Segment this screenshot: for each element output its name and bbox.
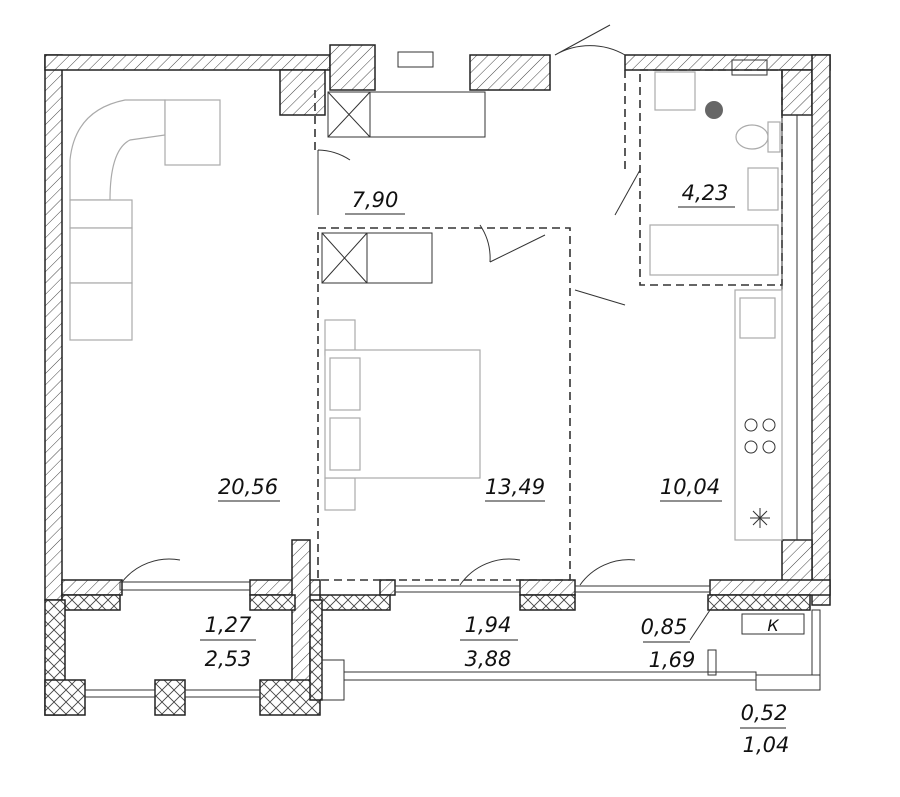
area-living-room: 20,56: [218, 475, 278, 499]
nightstand: [324, 319, 356, 356]
wall-segment: [469, 54, 551, 91]
boiler: [731, 59, 768, 76]
labels: 7,90 4,23 20,56 13,49 10,04 1,27 2,53 1,…: [200, 181, 789, 757]
balcony-ac-full: 1,04: [743, 733, 790, 757]
sofa-corner: [69, 99, 166, 201]
sofa: [69, 282, 133, 341]
wall-top-left: [44, 54, 331, 71]
balcony-edge: [321, 659, 345, 701]
bedroom-outline: [317, 227, 571, 581]
area-bathroom: 4,23: [682, 181, 729, 205]
column: [781, 539, 813, 586]
sofa: [164, 99, 221, 166]
sink: [739, 297, 776, 339]
wardrobe: [366, 232, 433, 284]
toilet-tank: [767, 121, 781, 153]
column: [781, 69, 813, 116]
area-kitchen: 10,04: [660, 475, 720, 499]
door: [574, 289, 626, 306]
door: [614, 169, 641, 216]
balcony-rail: [755, 674, 821, 691]
balcony-right-reduced: 0,85: [641, 615, 688, 639]
window: [119, 581, 251, 591]
loggia-wall: [154, 679, 186, 716]
loggia-left-reduced: 1,27: [205, 613, 252, 637]
window: [394, 585, 521, 593]
balcony-rail: [343, 671, 757, 681]
entrance-door: [554, 24, 626, 56]
ac-box: [741, 613, 805, 635]
wall-left: [44, 54, 63, 601]
parapet: [519, 594, 576, 611]
wardrobe: [369, 91, 486, 138]
partitions: [121, 24, 783, 641]
walls: [44, 44, 831, 716]
parapet: [319, 594, 391, 611]
parapet: [707, 594, 811, 611]
balcony-middle-reduced: 1,94: [465, 613, 512, 637]
nightstand: [324, 477, 356, 511]
wall-right: [811, 54, 831, 606]
loggia-wall: [44, 679, 86, 716]
balcony-right-full: 1,69: [649, 648, 696, 672]
door: [479, 224, 546, 263]
balcony-middle-full: 3,88: [465, 647, 512, 671]
balcony-ac-reduced: 0,52: [741, 701, 788, 725]
area-hall: 7,90: [352, 188, 399, 212]
column: [279, 69, 326, 116]
pillow: [329, 417, 361, 471]
parapet: [249, 594, 296, 611]
wall-bottom: [61, 579, 123, 596]
window: [574, 585, 711, 593]
loggia-left-full: 2,53: [205, 647, 252, 671]
post: [707, 649, 717, 676]
wall-bottom: [709, 579, 831, 596]
area-bedroom: 13,49: [485, 475, 545, 499]
pillow: [329, 357, 361, 411]
drain: [705, 101, 723, 119]
balcony-door: [459, 558, 521, 586]
door: [317, 149, 351, 215]
toilet: [735, 124, 769, 150]
washing-machine: [654, 71, 696, 111]
wall-bottom: [519, 579, 576, 596]
ac-label: К: [767, 616, 779, 635]
bathroom-outline: [639, 69, 783, 286]
washbasin: [747, 167, 779, 211]
loggia-window: [184, 689, 261, 698]
parapet: [61, 594, 121, 611]
wall-top-right: [624, 54, 831, 71]
wall-partition: [291, 539, 311, 701]
wall-segment: [329, 44, 376, 91]
bathtub: [649, 224, 779, 276]
wall-bottom: [379, 579, 396, 596]
vent: [397, 51, 434, 68]
balcony-side: [811, 609, 821, 676]
sofa: [69, 227, 133, 284]
loggia-wall: [309, 599, 323, 701]
loggia-door: [121, 558, 181, 583]
hood-icon: [750, 508, 770, 528]
furniture: [69, 59, 783, 541]
sofa: [69, 199, 133, 229]
balcony-door: [579, 559, 636, 586]
loggia-window: [84, 689, 156, 698]
